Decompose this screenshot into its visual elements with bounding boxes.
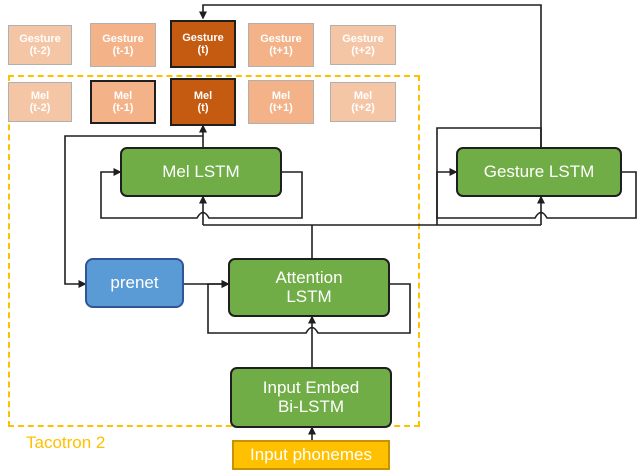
gesture-lstm-block: Gesture LSTM [456,147,622,197]
prenet-block: prenet [85,258,184,308]
mel-frame-t-plus-1: Mel (t+1) [248,80,314,124]
mel-lstm-block: Mel LSTM [120,147,282,197]
mel-frame-t-minus-2: Mel (t-2) [8,82,72,122]
gesture-frame-t-plus-2: Gesture (t+2) [330,25,396,65]
gesture-frame-t-minus-1: Gesture (t-1) [90,23,156,67]
gesture-frame-t-minus-2: Gesture (t-2) [8,25,72,65]
tacotron2-group-frame [8,75,420,427]
gesture-output-path [199,4,542,147]
attention-lstm-block: Attention LSTM [228,258,390,317]
mel-frame-t-minus-1: Mel (t-1) [90,80,156,124]
mel-lstm-recurrent-loop [100,168,303,219]
gesture-frame-t: Gesture (t) [170,20,236,68]
gesture-frame-t-plus-1: Gesture (t+1) [248,23,314,67]
tacotron2-label: Tacotron 2 [26,433,106,452]
mel-frame-t-plus-2: Mel (t+2) [330,82,396,122]
gesture-lstm-recurrent-loop [436,168,637,219]
mel-feedback-to-prenet [64,135,203,288]
input-phonemes-block: Input phonemes [232,440,390,470]
input-embed-bilstm-block: Input Embed Bi-LSTM [230,367,392,428]
attention-recurrent-loop [207,280,411,334]
mel-frame-t: Mel (t) [170,78,236,126]
